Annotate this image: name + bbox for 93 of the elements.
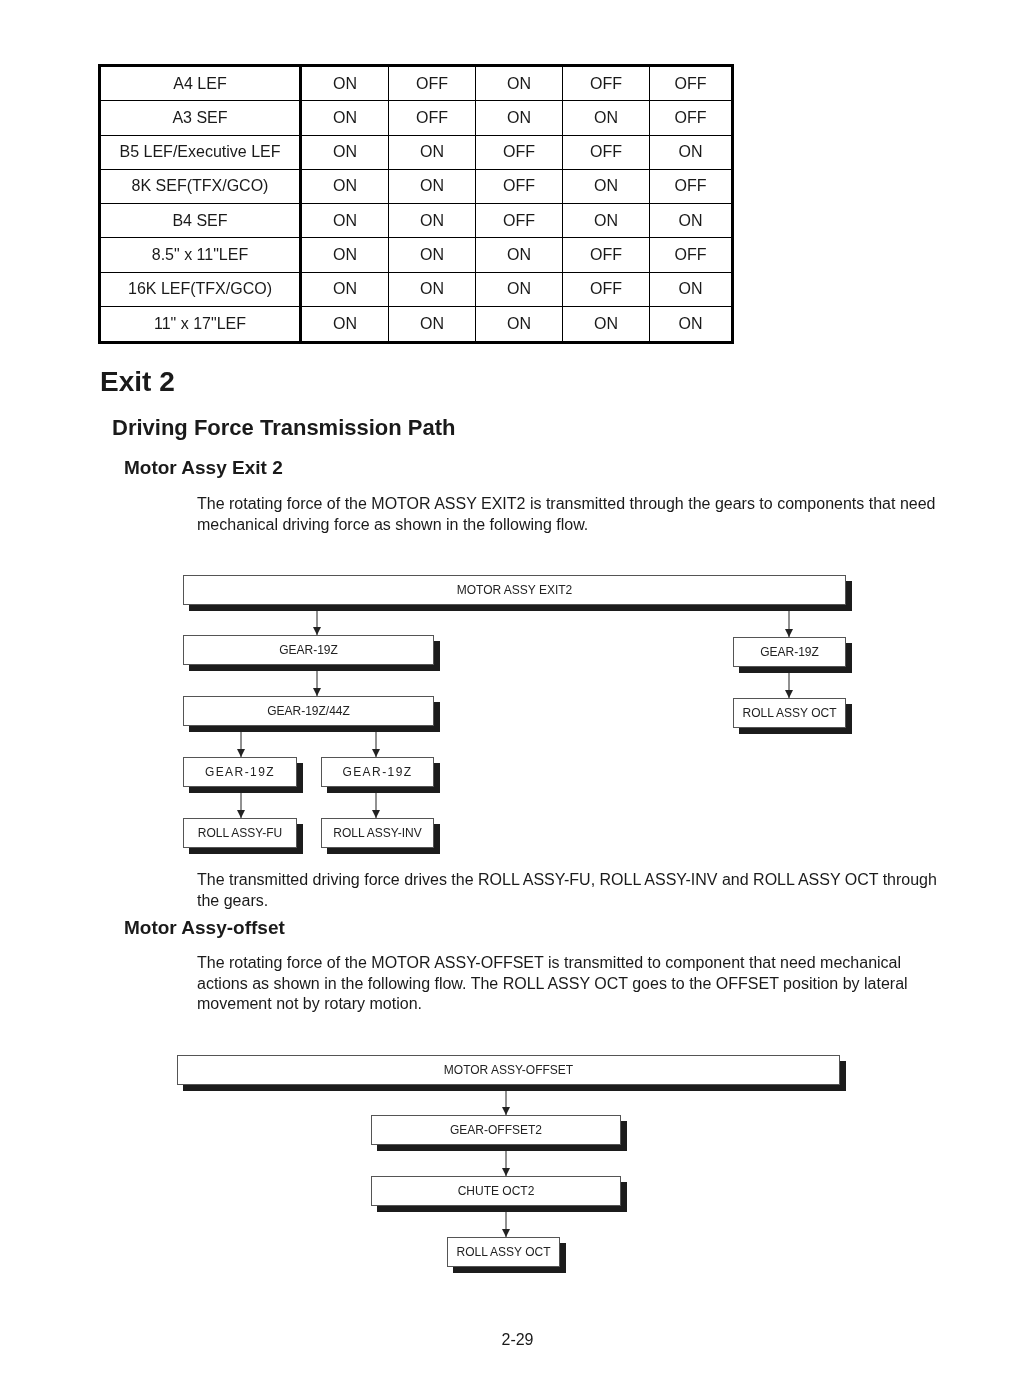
process-box (371, 1176, 627, 1212)
table-cell: A3 SEF (101, 101, 302, 136)
subsection-heading: Motor Assy-offset (124, 916, 285, 940)
section-heading: Driving Force Transmission Path (112, 414, 456, 442)
box-label: ROLL ASSY OCT (742, 706, 837, 720)
table-cell: ON (650, 135, 731, 170)
process-box (733, 698, 852, 734)
box-label: GEAR-19Z (204, 765, 276, 779)
process-box (183, 635, 440, 671)
table-cell: OFF (476, 169, 563, 204)
table-cell: ON (650, 272, 731, 307)
table-cell: ON (302, 272, 389, 307)
table-cell: OFF (650, 169, 731, 204)
arrow (502, 1090, 510, 1116)
process-box (183, 696, 440, 732)
box-label: MOTOR ASSY EXIT2 (456, 583, 573, 597)
arrow (237, 792, 245, 819)
table-cell: ON (476, 101, 563, 136)
process-box (177, 1055, 846, 1091)
table-cell: ON (389, 135, 476, 170)
table-cell: ON (563, 204, 650, 239)
table-cell: ON (302, 169, 389, 204)
body-paragraph: The transmitted driving force drives the ROLL ASSY-FU, ROLL ASSY-INV and ROLL ASSY OCT through the gears. (197, 870, 938, 911)
table-cell: ON (476, 306, 563, 341)
process-box (183, 818, 303, 854)
table-cell: ON (563, 101, 650, 136)
table-cell: OFF (476, 135, 563, 170)
process-box (447, 1237, 566, 1273)
body-paragraph: The rotating force of the MOTOR ASSY EXIT2 is transmitted through the gears to components that need mechanical driving force as shown in the following flow. (197, 494, 937, 535)
arrow (313, 670, 321, 697)
box-label: GEAR-19Z (279, 643, 338, 657)
table-cell: ON (476, 272, 563, 307)
table-cell: ON (302, 101, 389, 136)
table-cell: ON (650, 204, 731, 239)
table-cell: ON (302, 135, 389, 170)
table-cell: ON (302, 306, 389, 341)
table-cell: ON (563, 306, 650, 341)
box-label: ROLL ASSY-FU (197, 826, 283, 840)
table-cell: ON (302, 238, 389, 273)
arrow (372, 731, 380, 758)
table-cell: ON (302, 67, 389, 102)
table-cell: ON (389, 204, 476, 239)
page-number: 2-29 (500, 1330, 535, 1350)
process-box (321, 757, 440, 793)
subsection-heading: Motor Assy Exit 2 (124, 456, 283, 480)
table-cell: 16K LEF(TFX/GCO) (101, 272, 302, 307)
table-cell: 8K SEF(TFX/GCO) (101, 169, 302, 204)
table-cell: OFF (650, 101, 731, 136)
box-label: MOTOR ASSY-OFFSET (443, 1063, 574, 1077)
table-cell: B4 SEF (101, 204, 302, 239)
box-label: GEAR-OFFSET2 (450, 1123, 542, 1137)
arrow (372, 792, 380, 819)
table-cell: OFF (650, 67, 731, 102)
page-title: Exit 2 (100, 365, 175, 399)
arrow (785, 610, 793, 638)
box-label: GEAR-19Z (760, 645, 819, 659)
body-paragraph: The rotating force of the MOTOR ASSY-OFFSET is transmitted to component that need mechanical actions as shown in the following flow. The ROLL ASSY OCT goes to the OFFSET position by lateral movement not by rotary motion. (197, 953, 909, 1014)
box-label: GEAR-19Z (342, 765, 413, 779)
arrow (502, 1150, 510, 1177)
table-cell: ON (476, 67, 563, 102)
table-cell: OFF (563, 238, 650, 273)
table-cell: ON (389, 306, 476, 341)
process-box (183, 575, 852, 611)
box-label: ROLL ASSY-INV (333, 826, 422, 840)
box-label: CHUTE OCT2 (457, 1184, 535, 1198)
table-cell: OFF (563, 135, 650, 170)
table-cell: ON (563, 169, 650, 204)
table-cell: OFF (389, 67, 476, 102)
process-box (321, 818, 440, 854)
table-cell: ON (389, 272, 476, 307)
table-cell: ON (389, 238, 476, 273)
table-cell: 11" x 17"LEF (101, 306, 302, 341)
table-cell: ON (389, 169, 476, 204)
table-cell: OFF (389, 101, 476, 136)
table-cell-text: ON (677, 313, 704, 334)
table-cell: B5 LEF/Executive LEF (101, 135, 302, 170)
process-box (733, 637, 852, 673)
arrow (313, 610, 321, 636)
arrow (237, 731, 245, 758)
box-label: ROLL ASSY OCT (456, 1245, 551, 1259)
arrow (785, 672, 793, 699)
table-cell: OFF (650, 238, 731, 273)
table-cell: 8.5" x 11"LEF (101, 238, 302, 273)
process-box (371, 1115, 627, 1151)
table-cell: OFF (563, 272, 650, 307)
table-cell: ON (302, 204, 389, 239)
table-cell: A4 LEF (101, 67, 302, 102)
table-cell: OFF (563, 67, 650, 102)
arrow (502, 1211, 510, 1238)
box-label: GEAR-19Z/44Z (267, 704, 350, 718)
process-box (183, 757, 303, 793)
table-cell: ON (476, 238, 563, 273)
table-cell: OFF (476, 204, 563, 239)
